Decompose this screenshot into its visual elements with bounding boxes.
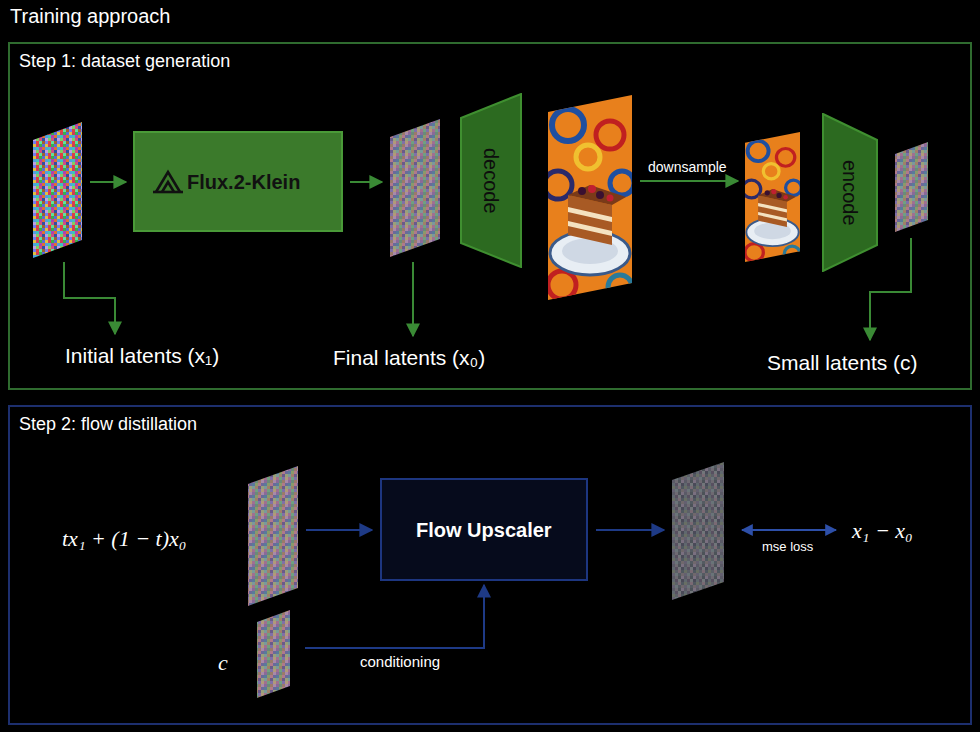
panel-heading: Step 2: flow distillation: [19, 414, 197, 436]
trapezoid-shape: [461, 94, 521, 267]
formula-label: x₁ − x₀: [852, 518, 913, 544]
panel-heading: Step 1: dataset generation: [19, 51, 230, 73]
step-panel: Step 1: dataset generationFlux.2-Klein de…: [8, 42, 972, 390]
encoder-trapezoid: encode: [822, 113, 878, 272]
coder-label: encode: [838, 160, 862, 226]
flux-logo: [150, 166, 186, 196]
model-label: Flow Upscaler: [416, 518, 552, 542]
step-label: conditioning: [360, 653, 440, 671]
model-box: Flow Upscaler: [380, 478, 588, 581]
coder-label: decode: [479, 148, 503, 214]
diagram-title: Training approach: [10, 4, 170, 28]
step-label: downsample: [648, 159, 727, 176]
model-box: Flux.2-Klein: [133, 131, 343, 232]
caption-label: Final latents (x₀): [333, 345, 485, 370]
caption-label: Initial latents (x₁): [65, 343, 219, 368]
trapezoid-shape: [823, 114, 877, 271]
formula-label: tx₁ + (1 − t)x₀: [62, 526, 186, 552]
decoder-trapezoid: decode: [460, 93, 522, 268]
step-label: mse loss: [762, 539, 813, 555]
caption-label: Small latents (c): [767, 350, 918, 375]
formula-label: c: [218, 650, 228, 676]
step-panel: Step 2: flow distillationFlow Upscaler: [8, 405, 972, 725]
model-label: Flux.2-Klein: [187, 170, 300, 194]
